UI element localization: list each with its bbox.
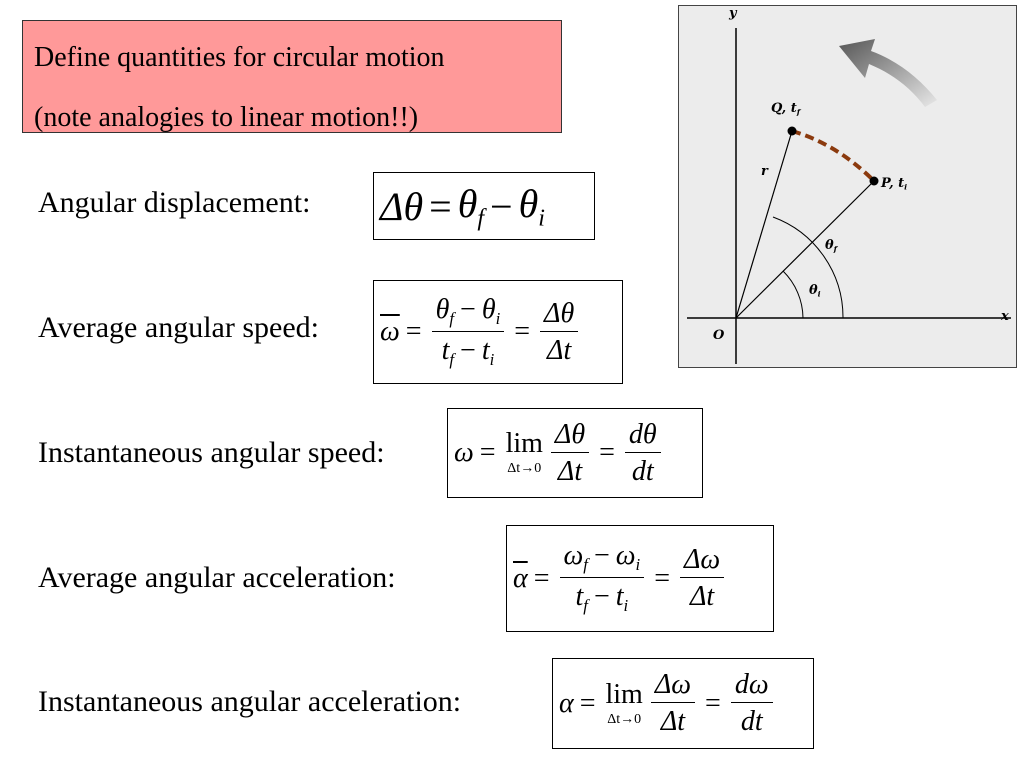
theta-i-label: θi (809, 283, 821, 299)
eq-equals-2: = (599, 437, 615, 468)
equation-instantaneous-angular-speed: ω = lim Δt→0 Δθ Δt = dθ dt (447, 408, 703, 498)
circular-motion-diagram: y x O Q, tf P, ti r θf θi (678, 5, 1017, 368)
fraction-2: dθ dt (624, 420, 661, 486)
label-instantaneous-angular-acceleration: Instantaneous angular acceleration: (38, 685, 462, 718)
fraction-1: Δω Δt (650, 671, 696, 736)
limit-operator: lim Δt→0 (505, 428, 543, 476)
eq-equals: = (579, 687, 596, 719)
point-p (869, 176, 879, 186)
radius-to-p (735, 180, 875, 319)
eq-lhs: ω (454, 437, 474, 468)
fraction-1: Δθ Δt (550, 420, 590, 486)
origin-label: O (713, 328, 725, 343)
theta-f-arc (772, 216, 844, 319)
eq-equals-2: = (705, 687, 721, 719)
point-p-label: P, ti (881, 176, 908, 192)
eq-lhs: α (513, 562, 528, 594)
path-arc (791, 129, 876, 183)
eq-theta-i: θi (518, 180, 545, 232)
fraction-1: ωf−ωi tf−ti (559, 542, 645, 614)
x-axis-label: x (1001, 309, 1009, 324)
title-box: Define quantities for circular motion (n… (22, 20, 562, 133)
fraction-2: dω dt (730, 671, 773, 736)
eq-lhs: ω (380, 316, 400, 347)
theta-f-label: θf (825, 238, 838, 254)
eq-equals: = (405, 316, 422, 347)
radius-to-q (735, 130, 793, 319)
fraction-1: θf−θi tf−ti (431, 295, 505, 368)
equation-average-angular-speed: ω = θf−θi tf−ti = Δθ Δt (373, 280, 623, 384)
y-axis-label: y (729, 6, 737, 21)
eq-lhs: α (559, 687, 574, 719)
eq-lhs: Δθ (380, 183, 424, 229)
label-instantaneous-angular-speed: Instantaneous angular speed: (38, 436, 385, 469)
eq-equals-2: = (654, 562, 670, 594)
title-line-2: (note analogies to linear motion!!) (34, 102, 419, 133)
limit-operator: lim Δt→0 (605, 678, 643, 727)
label-angular-displacement: Angular displacement: (38, 186, 311, 219)
diagram-svg (687, 28, 1011, 364)
equation-average-angular-acceleration: α = ωf−ωi tf−ti = Δω Δt (506, 525, 774, 632)
eq-minus: − (490, 183, 513, 229)
label-average-angular-speed: Average angular speed: (38, 311, 319, 344)
label-average-angular-acceleration: Average angular acceleration: (38, 561, 396, 594)
eq-equals-2: = (514, 316, 531, 347)
radius-label: r (761, 164, 768, 179)
theta-i-arc (782, 270, 804, 319)
eq-equals: = (533, 562, 550, 594)
point-q (787, 126, 797, 136)
fraction-2: Δθ Δt (540, 299, 579, 365)
point-q-label: Q, tf (771, 101, 801, 117)
eq-equals: = (479, 437, 496, 468)
eq-equals: = (429, 183, 452, 229)
fraction-2: Δω Δt (680, 546, 725, 611)
equation-instantaneous-angular-acceleration: α = lim Δt→0 Δω Δt = dω dt (552, 658, 814, 749)
rotation-arrow-icon (839, 39, 937, 107)
title-line-1: Define quantities for circular motion (34, 42, 445, 73)
equation-angular-displacement: Δθ = θf − θi (373, 172, 595, 240)
eq-theta-f: θf (457, 180, 485, 232)
